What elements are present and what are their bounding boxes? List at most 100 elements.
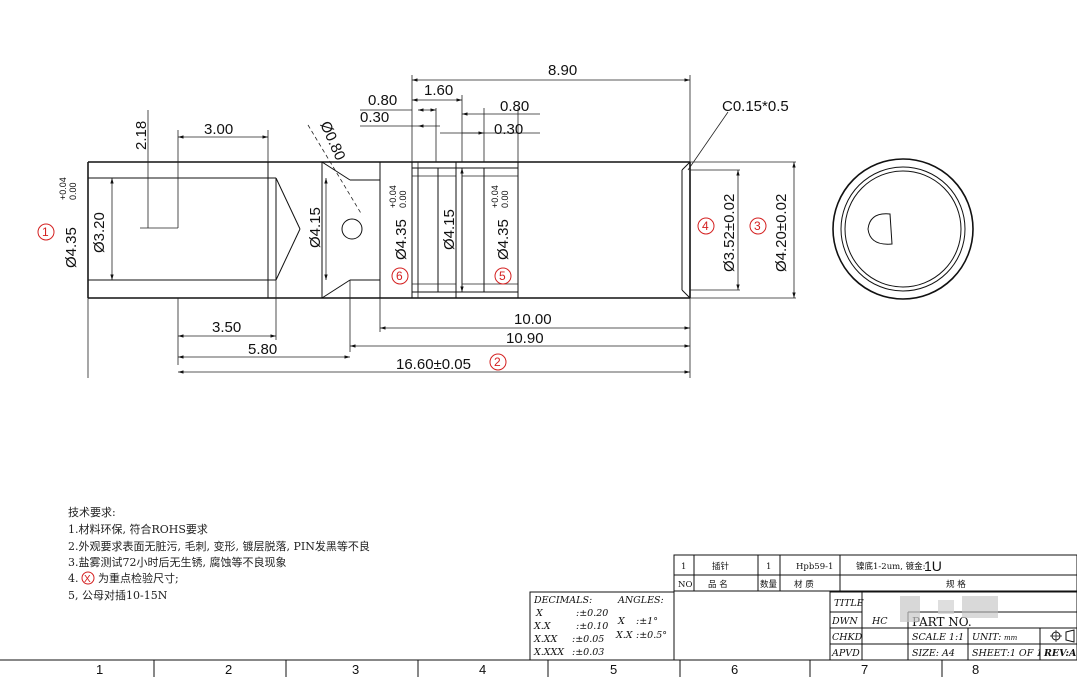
grid-8: 8 bbox=[972, 662, 979, 677]
bom-header-spec: 规 格 bbox=[946, 579, 966, 590]
dim-dia-4-15-cone: Ø4.15 bbox=[307, 207, 324, 248]
tb-part-no: PART NO. bbox=[912, 615, 972, 629]
dim-dia-4-35-mid-tol-lo: 0.00 bbox=[398, 190, 408, 208]
tb-sheet: SHEET:1 OF 1 bbox=[972, 648, 1042, 659]
note-4-text: 为重点检验尺寸; bbox=[98, 571, 179, 585]
dimension-labels: 8.90 1.60 0.80 0.30 0.80 0.30 2.18 3.00 … bbox=[58, 62, 790, 373]
dim-10-90: 10.90 bbox=[506, 330, 544, 347]
part-end-view bbox=[832, 158, 974, 300]
tb-chkd-label: CHKD bbox=[832, 632, 863, 643]
tb-apvd-label: APVD bbox=[831, 648, 860, 659]
tolerance-box: DECIMALS: ANGLES: X :±0.20 X.X :±0.10 X.… bbox=[529, 591, 675, 661]
dim-chamfer: C0.15*0.5 bbox=[722, 98, 789, 115]
dimension-lines bbox=[87, 75, 796, 378]
redacted-block-1 bbox=[900, 596, 920, 622]
title-block: TITLE DWN HC PART NO. CHKD SCALE 1:1 UNI… bbox=[829, 591, 1077, 661]
dim-dia-4-35-left: Ø4.35 bbox=[63, 227, 80, 268]
technical-notes: 技术要求: 1.材料环保, 符合ROHS要求 2.外观要求表面无脏污, 毛刺, … bbox=[68, 506, 370, 602]
dim-3-00: 3.00 bbox=[204, 121, 233, 138]
balloon-2: 2 bbox=[494, 355, 501, 369]
dim-0-80-left: 0.80 bbox=[368, 92, 397, 109]
tb-dwn-label: DWN bbox=[831, 616, 858, 627]
note-3: 3.盐雾测试72小时后无生锈, 腐蚀等不良现象 bbox=[68, 555, 286, 569]
dim-bore-dia: Ø3.20 bbox=[91, 212, 108, 253]
tol-angles: ANGLES: bbox=[617, 595, 664, 606]
dim-dia-4-35-right-tol-up: +0.04 bbox=[490, 185, 500, 208]
grid-7: 7 bbox=[861, 662, 868, 677]
dim-10-00: 10.00 bbox=[514, 311, 552, 328]
grid-2: 2 bbox=[225, 662, 232, 677]
dim-overall-length: 8.90 bbox=[548, 62, 577, 79]
bom-header-name: 品 名 bbox=[708, 579, 728, 590]
tol-ang-x-val: :±1° bbox=[636, 616, 658, 627]
tol-xxxx-val: :±0.03 bbox=[572, 647, 604, 658]
bom-header-material: 材 质 bbox=[794, 579, 814, 590]
dim-1-60: 1.60 bbox=[424, 82, 453, 99]
dim-dia-4-35-mid-tol-up: +0.04 bbox=[388, 185, 398, 208]
dim-hole-diameter: Ø0.80 bbox=[316, 119, 348, 163]
tol-xxx-val: :±0.05 bbox=[572, 634, 604, 645]
grid-1: 1 bbox=[96, 662, 103, 677]
bom-row-spec-big: 1U bbox=[924, 558, 942, 574]
dim-0-30-right: 0.30 bbox=[494, 121, 523, 138]
grid-4: 4 bbox=[479, 662, 486, 677]
tol-x: X bbox=[535, 608, 544, 619]
tol-xxx: X.XX bbox=[533, 634, 559, 645]
tb-rev: REV:A bbox=[1043, 648, 1076, 659]
bom-row-no: 1 bbox=[681, 562, 686, 572]
balloon-1: 1 bbox=[42, 225, 49, 239]
grid-3: 3 bbox=[352, 662, 359, 677]
tb-unit-value: mm bbox=[1004, 634, 1018, 642]
tb-title-label: TITLE bbox=[834, 598, 864, 609]
dim-2-18: 2.18 bbox=[133, 121, 150, 150]
dim-dia-4-15-mid: Ø4.15 bbox=[441, 209, 458, 250]
inspection-balloons: 1 2 3 4 5 6 bbox=[37, 217, 767, 371]
bom-row-spec: 镍底1-2um, 镀金: bbox=[856, 561, 926, 572]
tb-dwn-value: HC bbox=[871, 616, 888, 627]
balloon-4: 4 bbox=[702, 219, 709, 233]
balloon-5: 5 bbox=[499, 269, 506, 283]
tol-xxxx: X.XXX bbox=[533, 647, 565, 658]
bom-table: 1 插针 1 Hpb59-1 镍底1-2um, 镀金: 1U NO 品 名 数量… bbox=[673, 554, 1077, 592]
note-4-mark: X bbox=[84, 574, 91, 585]
tol-ang-x: X bbox=[617, 616, 626, 627]
note-5: 5, 公母对插10-15N bbox=[68, 588, 168, 602]
dim-dia-4-35-left-tol-up: +0.04 bbox=[58, 177, 68, 200]
bom-row-material: Hpb59-1 bbox=[796, 562, 833, 572]
dim-dia-4-35-left-tol-lo: 0.00 bbox=[68, 182, 78, 200]
tol-xx: X.X bbox=[533, 621, 552, 632]
bom-header-qty: 数量 bbox=[760, 579, 778, 590]
dim-dia-4-20: Ø4.20±0.02 bbox=[773, 194, 790, 272]
tol-x-val: :±0.20 bbox=[576, 608, 608, 619]
balloon-6: 6 bbox=[396, 269, 403, 283]
grid-5: 5 bbox=[610, 662, 617, 677]
dim-dia-4-35-mid: Ø4.35 bbox=[393, 219, 410, 260]
grid-6: 6 bbox=[731, 662, 738, 677]
tb-scale: SCALE 1:1 bbox=[912, 632, 964, 643]
dim-dia-3-52: Ø3.52±0.02 bbox=[721, 194, 738, 272]
dim-total-length: 16.60±0.05 bbox=[396, 356, 471, 373]
redacted-block-3 bbox=[962, 596, 998, 618]
balloon-3: 3 bbox=[754, 219, 761, 233]
note-1: 1.材料环保, 符合ROHS要求 bbox=[68, 522, 208, 536]
redacted-block-2 bbox=[938, 600, 954, 614]
tol-ang-xx-val: :±0.5° bbox=[636, 630, 667, 641]
dim-3-50: 3.50 bbox=[212, 319, 241, 336]
bom-row-name: 插针 bbox=[712, 561, 730, 572]
dim-dia-4-35-right-tol-lo: 0.00 bbox=[500, 190, 510, 208]
note-4-prefix: 4. bbox=[68, 572, 79, 585]
tol-xx-val: :±0.10 bbox=[576, 621, 608, 632]
tb-unit-label: UNIT: bbox=[972, 632, 1001, 643]
bom-row-qty: 1 bbox=[766, 562, 771, 572]
projection-symbol-icon bbox=[1050, 629, 1075, 643]
tol-decimals: DECIMALS: bbox=[533, 595, 592, 606]
note-2: 2.外观要求表面无脏污, 毛刺, 变形, 镀层脱落, PIN发黑等不良 bbox=[68, 539, 370, 553]
bom-header-no: NO bbox=[678, 580, 692, 590]
border-grid: 1 2 3 4 5 6 7 8 bbox=[0, 659, 1077, 677]
dim-0-80-right: 0.80 bbox=[500, 98, 529, 115]
notes-title: 技术要求: bbox=[68, 506, 116, 519]
dim-dia-4-35-right: Ø4.35 bbox=[495, 219, 512, 260]
dim-5-80: 5.80 bbox=[248, 341, 277, 358]
dim-0-30-left: 0.30 bbox=[360, 109, 389, 126]
